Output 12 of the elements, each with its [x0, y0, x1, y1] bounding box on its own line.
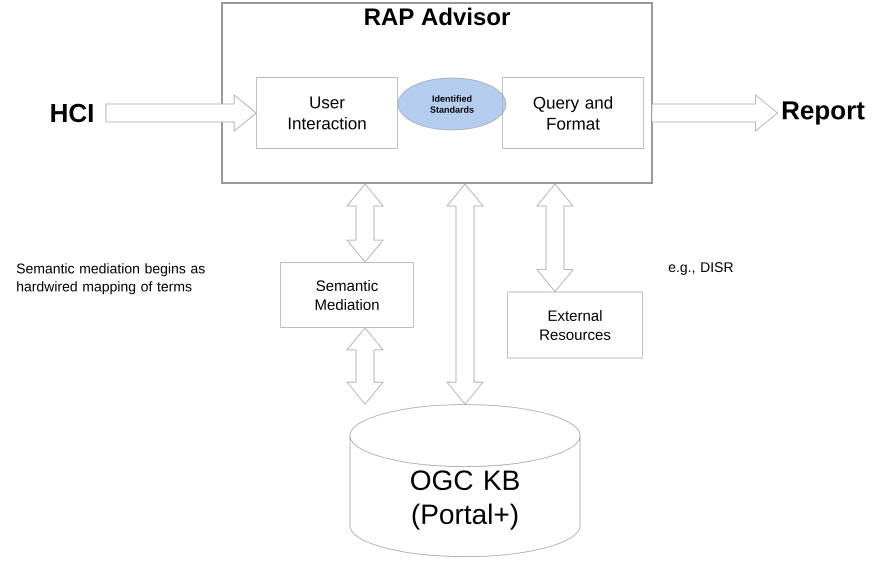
actor-label: HCI	[51, 104, 93, 122]
process-box: Semantic Mediation	[280, 262, 414, 328]
block-arrow	[346, 327, 384, 405]
process-box: External Resources	[507, 292, 643, 358]
process-box: Query and Format	[502, 77, 644, 149]
block-arrow	[106, 94, 257, 132]
note-text: Semantic mediation begins as hardwired mapping of terms	[16, 263, 205, 294]
block-arrow	[651, 94, 778, 132]
process-box: User Interaction	[256, 77, 398, 149]
output-label: Report	[782, 101, 865, 125]
note-text: e.g., DISR	[668, 262, 733, 275]
database-cylinder: OGC KB (Portal+)	[350, 404, 580, 557]
